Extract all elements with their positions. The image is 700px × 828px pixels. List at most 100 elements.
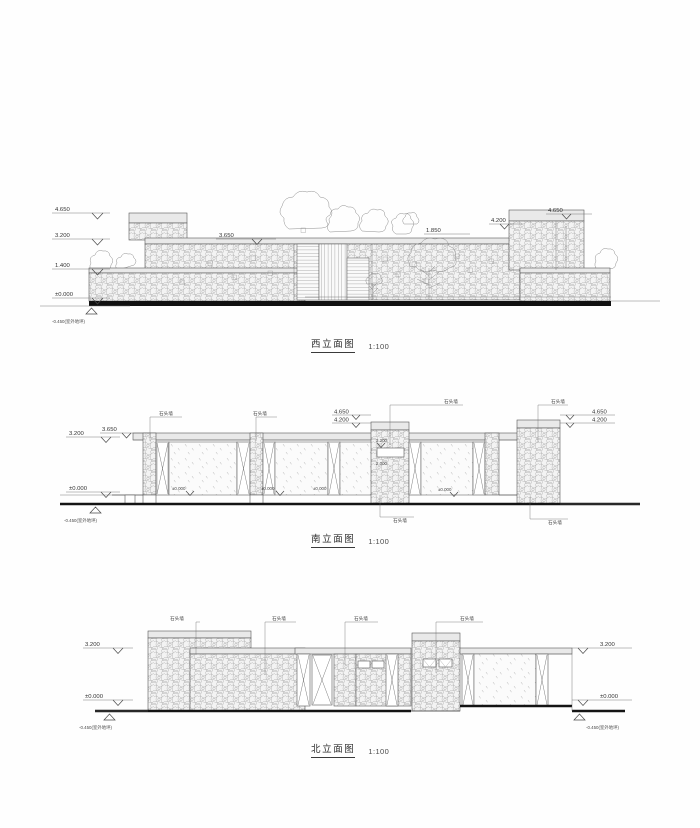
title-scale: 1:100 bbox=[368, 747, 390, 756]
svg-text:3.200: 3.200 bbox=[85, 642, 100, 648]
title-scale: 1:100 bbox=[368, 342, 390, 351]
title-text: 西立面图 bbox=[311, 336, 356, 353]
svg-text:3.200: 3.200 bbox=[69, 431, 84, 437]
svg-text:3.650: 3.650 bbox=[102, 427, 117, 433]
level-marker: ±0.000 bbox=[83, 694, 133, 707]
callout-stone-wall: 石头墙 bbox=[264, 615, 296, 675]
glass-panel-2 bbox=[274, 441, 329, 496]
level-marker: 3.200 bbox=[572, 642, 632, 655]
svg-text:4.650: 4.650 bbox=[55, 207, 70, 213]
level-marker: 3.200 bbox=[52, 233, 110, 246]
level-marker: 3.200 bbox=[83, 642, 133, 655]
north-tower-window-1 bbox=[422, 658, 437, 668]
bay-level-markers: ±0.000 ±0.000 ±0.000 ±0.000 bbox=[172, 486, 459, 498]
right-tower-cap bbox=[516, 419, 561, 429]
title-text: 北立面图 bbox=[311, 741, 356, 758]
svg-text:石头墙: 石头墙 bbox=[548, 519, 562, 526]
level-marker-ground: -0.450(室外地坪) bbox=[79, 713, 116, 731]
svg-text:2.000: 2.000 bbox=[376, 461, 388, 466]
tower-inline-levels: 3.200 2.000 bbox=[376, 438, 388, 466]
level-marker-ground: -0.450(室外地坪) bbox=[64, 506, 102, 524]
svg-text:4.650: 4.650 bbox=[334, 410, 349, 416]
svg-text:石头墙: 石头墙 bbox=[354, 615, 368, 622]
svg-text:4.650: 4.650 bbox=[548, 208, 563, 214]
plinth-pier-2 bbox=[249, 494, 264, 505]
level-marker: 3.200 bbox=[66, 431, 120, 444]
inline-level-3650-s: 3.650 bbox=[100, 427, 143, 439]
plinth-left bbox=[124, 494, 136, 505]
inline-level-3650: 3.650 bbox=[216, 233, 276, 246]
inline-level-4650-mid: 4.650 4.200 bbox=[332, 410, 371, 429]
callout-stone-wall: 石头墙 bbox=[389, 398, 463, 445]
svg-text:3.200: 3.200 bbox=[600, 642, 615, 648]
svg-text:±0.000: ±0.000 bbox=[55, 292, 74, 298]
ground-line bbox=[89, 301, 611, 306]
tree-elevation bbox=[407, 237, 457, 300]
callout-stone-wall: 石头墙 bbox=[344, 615, 378, 665]
level-markers-west: 4.650 3.200 1.400 ±0.000 bbox=[52, 207, 110, 325]
south-elevation-drawing: 3.200 ±0.000 -0.450(室外地坪) 3.650 bbox=[0, 385, 700, 560]
svg-text:±0.000: ±0.000 bbox=[172, 486, 186, 491]
stone-wall-right-low bbox=[519, 272, 611, 302]
svg-text:-0.450(室外地坪): -0.450(室外地坪) bbox=[586, 724, 619, 731]
svg-text:±0.000: ±0.000 bbox=[313, 486, 327, 491]
south-elevation-title: 南立面图 1:100 bbox=[311, 531, 389, 548]
svg-text:石头墙: 石头墙 bbox=[253, 410, 267, 417]
inline-level-1850: 1.850 bbox=[424, 228, 470, 235]
north-tower-window-2 bbox=[438, 658, 453, 668]
stone-wall-low bbox=[88, 272, 306, 302]
svg-text:±0.000: ±0.000 bbox=[85, 694, 104, 700]
stone-pier-3 bbox=[484, 432, 500, 496]
callout-stone-wall: 石头墙 bbox=[529, 497, 568, 526]
glass-panel-3 bbox=[339, 441, 376, 496]
svg-text:-0.450(室外地坪): -0.450(室外地坪) bbox=[64, 517, 97, 524]
roof-band bbox=[132, 432, 524, 441]
svg-text:石头墙: 石头墙 bbox=[551, 398, 565, 405]
parapet-cap-right-low bbox=[519, 267, 611, 274]
svg-text:石头墙: 石头墙 bbox=[272, 615, 286, 622]
level-marker: 1.400 bbox=[52, 263, 110, 276]
svg-text:±0.000: ±0.000 bbox=[261, 486, 275, 491]
parapet-cap-right bbox=[508, 209, 585, 222]
svg-text:±0.000: ±0.000 bbox=[69, 486, 88, 492]
svg-text:1.850: 1.850 bbox=[426, 228, 441, 234]
svg-text:4.650: 4.650 bbox=[592, 410, 607, 416]
level-marker: ±0.000 bbox=[52, 292, 110, 305]
svg-text:±0.000: ±0.000 bbox=[438, 487, 452, 492]
north-cap-left bbox=[147, 630, 252, 639]
level-marker: ±0.000 bbox=[572, 694, 632, 707]
right-tower-wall bbox=[516, 427, 561, 505]
north-window-2b bbox=[371, 660, 385, 669]
level-markers-south: 3.200 ±0.000 -0.450(室外地坪) bbox=[64, 431, 120, 524]
parapet-cap-left bbox=[128, 212, 188, 224]
north-cap-right bbox=[459, 647, 573, 655]
title-scale: 1:100 bbox=[368, 537, 390, 546]
north-cap-glazed bbox=[294, 647, 412, 655]
glass-panel-1 bbox=[168, 441, 238, 496]
svg-text:-0.450(室外地坪): -0.450(室外地坪) bbox=[79, 724, 112, 731]
shrub-elevation bbox=[365, 273, 383, 300]
level-markers-north-right: 3.200 ±0.000 -0.450(室外地坪) bbox=[572, 642, 632, 731]
north-elevation-title: 北立面图 1:100 bbox=[311, 741, 389, 758]
svg-text:石头墙: 石头墙 bbox=[159, 410, 173, 417]
callout-stone-wall: 石头墙 bbox=[149, 410, 182, 441]
stone-block-right bbox=[508, 220, 585, 271]
level-marker: 4.650 bbox=[52, 207, 110, 220]
inline-level-4650-right: 4.650 4.200 bbox=[560, 410, 615, 429]
north-cap-mid bbox=[189, 647, 306, 655]
svg-text:石头墙: 石头墙 bbox=[444, 398, 458, 405]
stone-pier-1 bbox=[142, 432, 157, 496]
svg-text:1.400: 1.400 bbox=[55, 263, 70, 269]
svg-text:3.200: 3.200 bbox=[55, 233, 70, 239]
slat-panel-left bbox=[296, 243, 320, 301]
svg-text:-0.450(室外地坪): -0.450(室外地坪) bbox=[52, 318, 85, 325]
west-elevation-drawing: 4.650 3.200 1.400 ±0.000 bbox=[0, 0, 700, 360]
glass-panel-4 bbox=[420, 441, 474, 496]
svg-text:石头墙: 石头墙 bbox=[170, 615, 184, 622]
svg-text:石头墙: 石头墙 bbox=[393, 517, 407, 524]
tower-opening bbox=[376, 447, 405, 458]
callout-stone-wall: 石头墙 bbox=[537, 398, 568, 443]
svg-text:4.200: 4.200 bbox=[592, 418, 607, 424]
level-marker-ground: -0.450(室外地坪) bbox=[573, 713, 619, 731]
svg-text:4.200: 4.200 bbox=[334, 418, 349, 424]
